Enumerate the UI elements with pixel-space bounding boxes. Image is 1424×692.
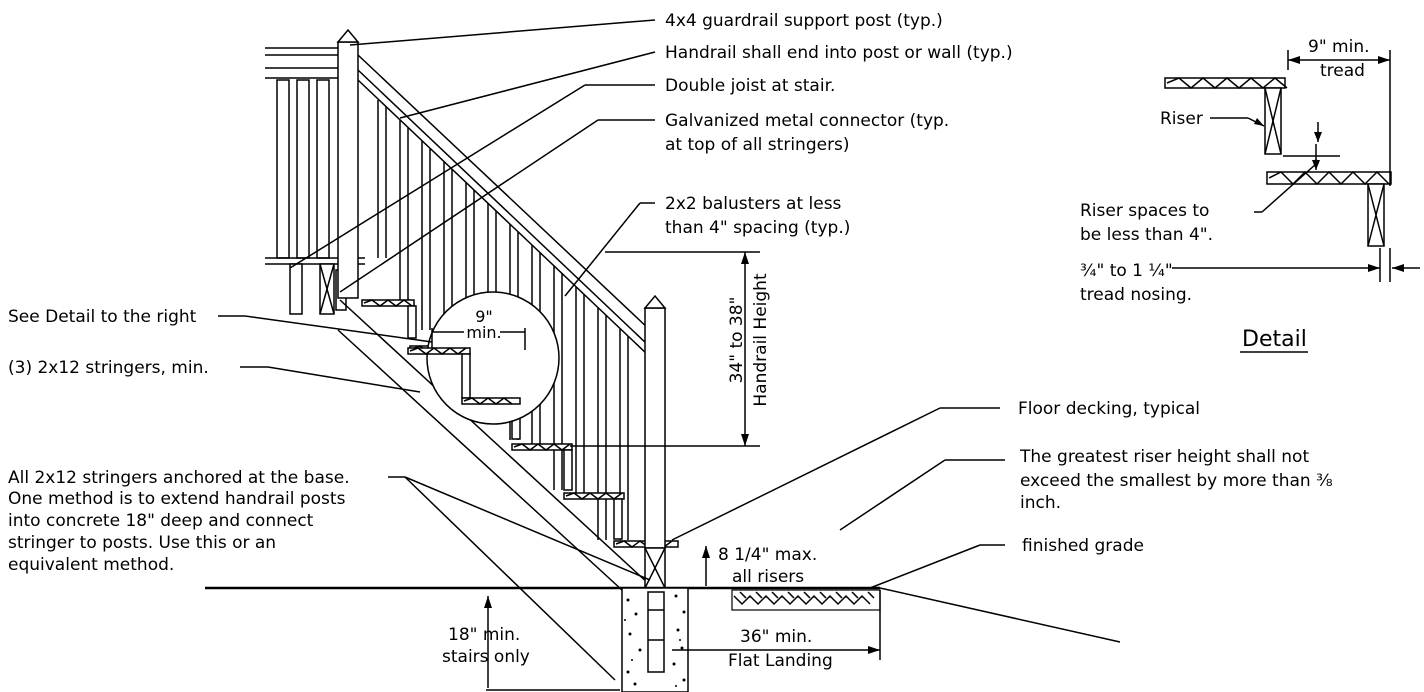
footing-depth-label: stairs only <box>442 647 530 667</box>
ground-and-footing <box>205 586 1121 692</box>
callout-floor-decking: Floor decking, typical <box>1018 399 1200 419</box>
detail-title: Detail <box>1242 327 1307 352</box>
callout-finished-grade: finished grade <box>1022 536 1144 556</box>
callout-riser-rule-2: exceed the smallest by more than ⅜ <box>1020 471 1333 491</box>
detail-nosing-dim: ¾" to 1 ¼" <box>1080 261 1173 281</box>
callout-balusters: 2x2 balusters at less <box>665 194 842 214</box>
circle-9in-dim: 9" <box>475 307 493 326</box>
callout-anchored-5: equivalent method. <box>8 555 174 575</box>
detail-riser-label: Riser <box>1160 109 1203 129</box>
callout-see-detail: See Detail to the right <box>8 307 197 327</box>
dimension-lines <box>484 251 881 691</box>
callout-balusters-2: than 4" spacing (typ.) <box>665 218 850 238</box>
handrail-height-dim: 34" to 38" <box>727 297 747 384</box>
riser-max-dim: 8 1/4" max. <box>718 545 817 565</box>
callout-connector-2: at top of all stringers) <box>665 135 850 155</box>
landing-label: Flat Landing <box>728 651 833 671</box>
lower-guardrail-post <box>643 294 667 589</box>
footing-depth-dim: 18" min. <box>448 625 520 645</box>
landing-dim: 36" min. <box>740 627 812 647</box>
callout-stringers: (3) 2x12 stringers, min. <box>8 358 209 378</box>
callout-riser-rule-1: The greatest riser height shall not <box>1019 447 1309 467</box>
callout-anchored-1: All 2x12 stringers anchored at the base. <box>8 468 350 488</box>
callout-riser-rule-3: inch. <box>1020 493 1061 513</box>
callout-anchored-2: One method is to extend handrail posts <box>8 489 346 509</box>
detail-circle: 9" min. <box>407 291 560 425</box>
upper-guardrail-post <box>336 28 360 299</box>
callout-connector: Galvanized metal connector (typ. <box>665 111 949 131</box>
callout-anchored-3: into concrete 18" deep and connect <box>8 511 314 531</box>
detail-tread-dim: 9" min. <box>1308 37 1370 57</box>
stair-stringers <box>337 299 651 591</box>
detail-tread-label: tread <box>1320 61 1365 81</box>
circle-min-dim: min. <box>466 323 501 342</box>
handrail-height-label: Handrail Height <box>751 273 771 407</box>
detail-riser-spaces: Riser spaces to <box>1080 201 1209 221</box>
detail-nosing-label: tread nosing. <box>1080 285 1192 305</box>
leader-lines <box>218 19 1005 681</box>
callout-anchored-4: stringer to posts. Use this or an <box>8 533 276 553</box>
callout-double-joist: Double joist at stair. <box>665 76 835 96</box>
detail-riser-spaces-2: be less than 4". <box>1080 225 1213 245</box>
riser-max-label: all risers <box>732 567 804 587</box>
callout-handrail-end: Handrail shall end into post or wall (ty… <box>665 43 1013 63</box>
tread-detail <box>1164 50 1420 282</box>
callout-guardrail-post: 4x4 guardrail support post (typ.) <box>665 11 943 31</box>
